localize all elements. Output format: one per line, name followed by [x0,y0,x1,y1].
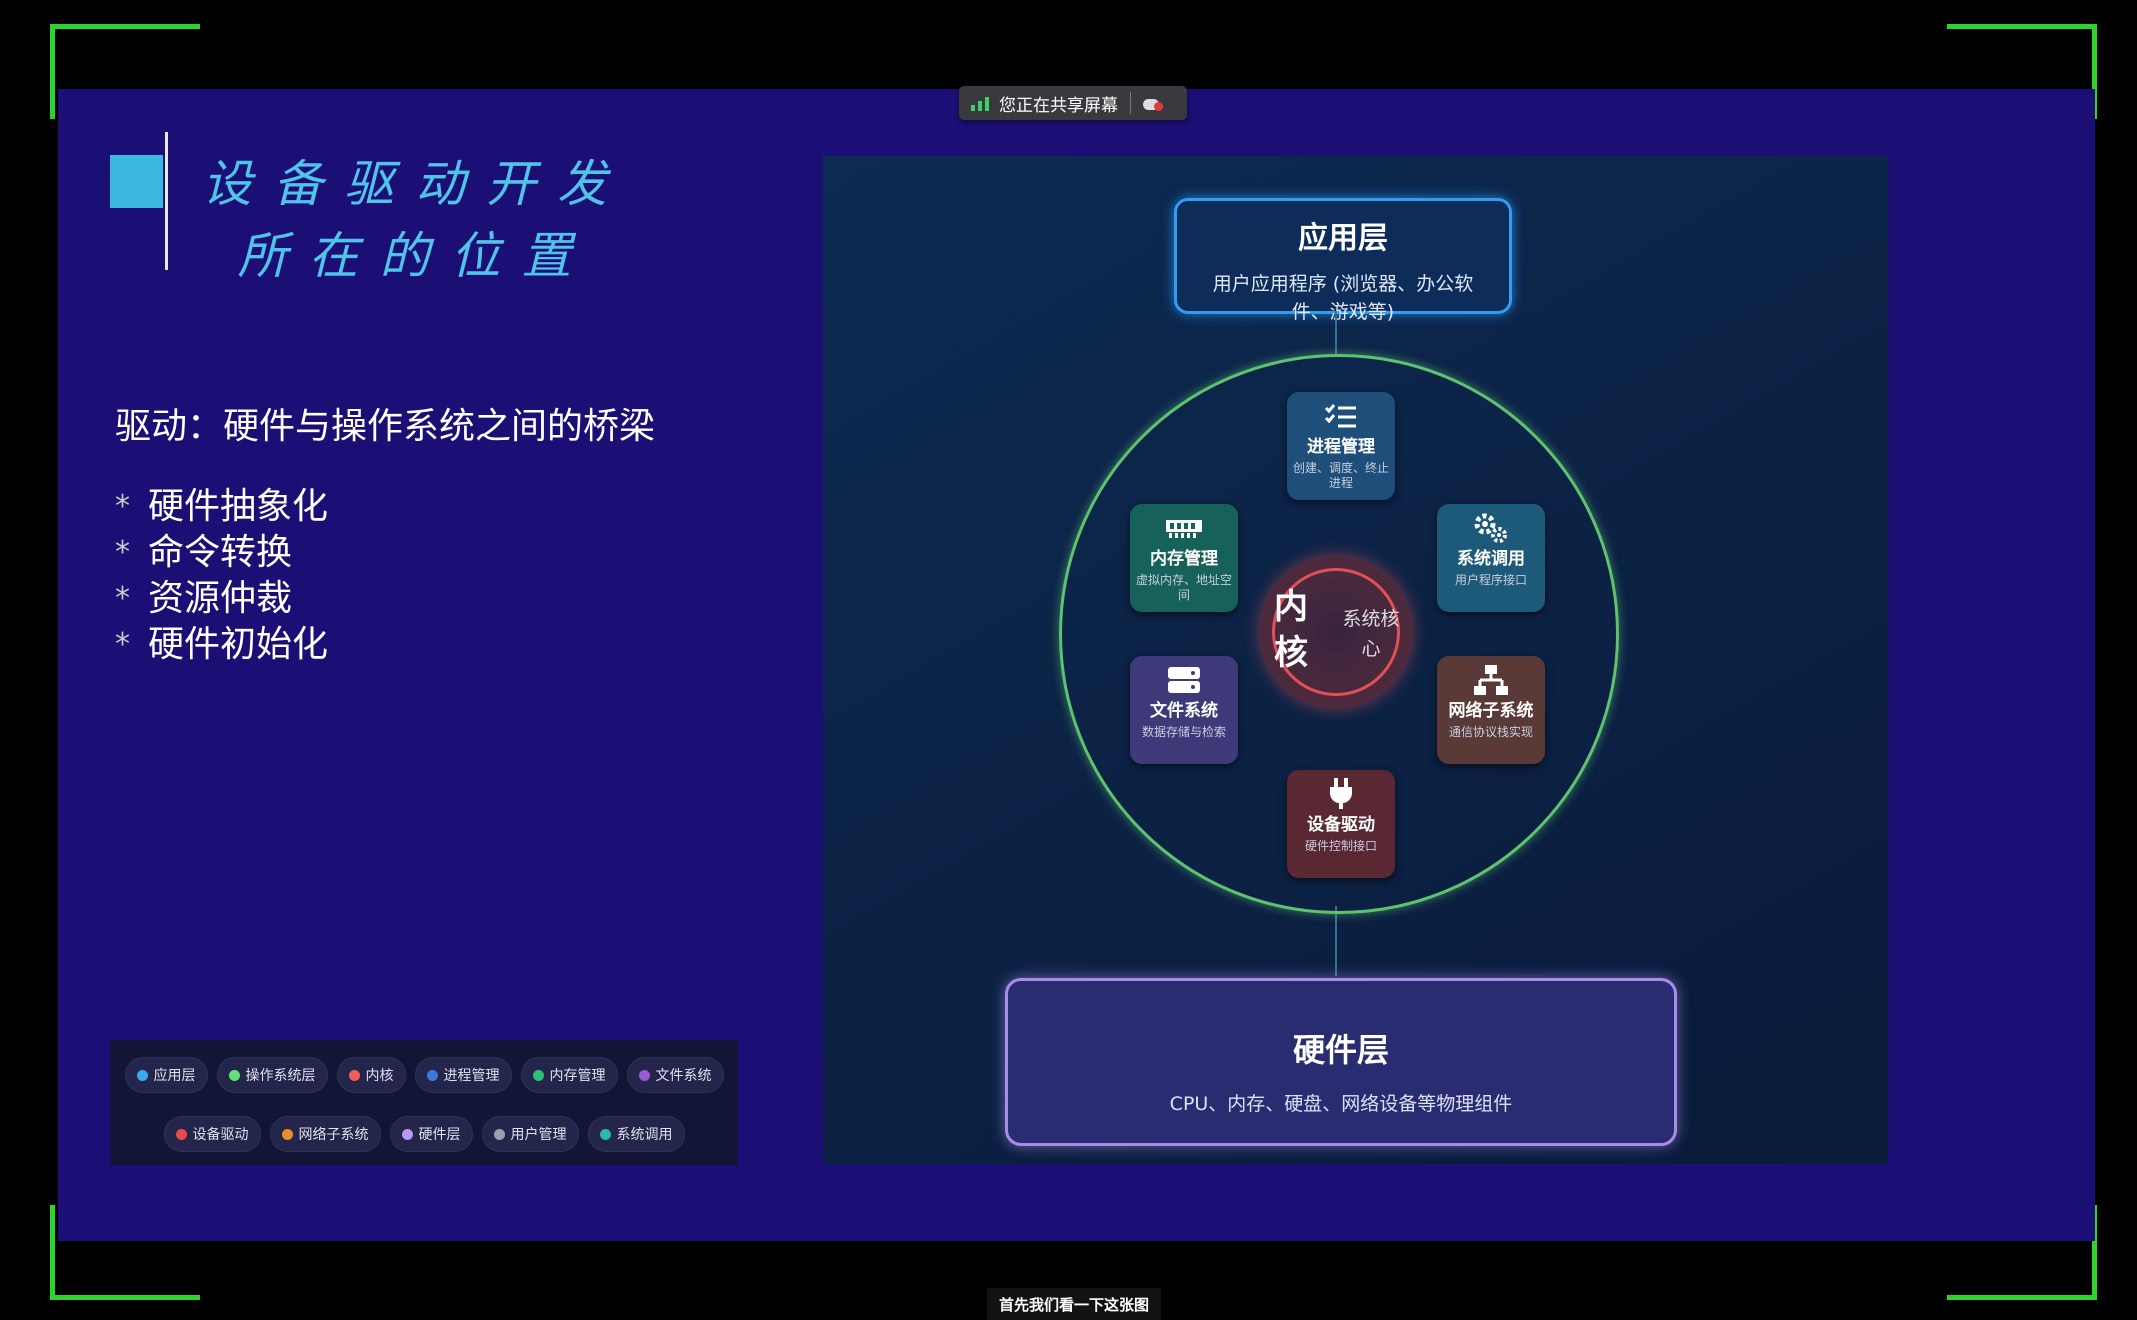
legend-label: 硬件层 [418,1127,461,1143]
legend-color-dot [228,1069,240,1081]
bullet-item: *命令转换 [115,530,328,576]
legend-label: 内存管理 [549,1068,606,1084]
os-layer-ring [1059,354,1619,914]
node-file-system: 文件系统 数据存储与检索 [1130,656,1238,764]
bullet-star: * [115,489,130,524]
legend-row-2: 设备驱动 网络子系统 硬件层 用户管理 系统调用 [110,1116,738,1152]
kernel-sublabel: 系统核心 [1342,608,1400,660]
corner-frame-bottom-left [50,1205,200,1300]
legend-color-dot [599,1128,611,1140]
node-desc: 硬件控制接口 [1304,839,1377,853]
legend-color-dot [401,1128,413,1140]
database-server-icon [1130,662,1238,698]
legend-label: 用户管理 [510,1127,567,1143]
legend-chip[interactable]: 用户管理 [481,1116,579,1152]
node-process-management: 进程管理 创建、调度、终止进程 [1287,392,1395,500]
node-desc: 通信协议栈实现 [1448,725,1533,739]
legend-label: 应用层 [153,1068,196,1084]
legend-label: 进程管理 [443,1068,500,1084]
slide-subtitle: 驱动：硬件与操作系统之间的桥梁 [115,406,656,447]
legend-chip[interactable]: 文件系统 [626,1057,724,1093]
bullet-star: * [115,535,130,570]
bullet-item: *资源仲裁 [115,576,328,622]
gears-icon [1437,510,1545,546]
legend-color-dot [532,1069,544,1081]
node-title: 网络子系统 [1448,701,1534,721]
legend-chip[interactable]: 内核 [336,1057,406,1093]
node-desc: 创建、调度、终止进程 [1293,461,1390,490]
node-title: 内存管理 [1150,549,1218,569]
memory-chip-icon [1130,510,1238,546]
node-system-call: 系统调用 用户程序接口 [1437,504,1545,612]
connector-line [1335,906,1337,976]
legend-color-dot [493,1128,505,1140]
bullet-item: *硬件初始化 [115,622,328,668]
node-desc: 虚拟内存、地址空间 [1136,573,1233,602]
legend-row-1: 应用层 操作系统层 内核 进程管理 内存管理 文件系统 [110,1057,738,1093]
corner-frame-bottom-right [1947,1205,2097,1300]
legend-chip[interactable]: 硬件层 [389,1116,473,1152]
slide-title: 设备驱动开发 所在的位置 [195,148,635,292]
legend-color-dot [638,1069,650,1081]
kernel-label: 内核 [1274,587,1308,673]
legend-label: 操作系统层 [245,1068,316,1084]
legend-color-dot [426,1069,438,1081]
legend-chip[interactable]: 操作系统层 [216,1057,328,1093]
slide-title-line-1: 设备驱动开发 [202,155,628,213]
node-desc: 用户程序接口 [1454,573,1527,587]
legend-chip[interactable]: 应用层 [124,1057,208,1093]
checklist-icon [1287,398,1395,434]
screen-share-banner[interactable]: 您正在共享屏幕 [959,86,1187,120]
legend-chip[interactable]: 网络子系统 [269,1116,381,1152]
bullet-star: * [115,627,130,662]
bullet-list: *硬件抽象化 *命令转换 *资源仲裁 *硬件初始化 [115,484,328,668]
legend-color-dot [348,1069,360,1081]
node-memory-management: 内存管理 虚拟内存、地址空间 [1130,504,1238,612]
corner-frame-top-right [1947,24,2097,119]
node-title: 设备驱动 [1307,815,1375,835]
cloud-record-icon[interactable] [1141,95,1163,111]
screen-share-text: 您正在共享屏幕 [999,95,1118,116]
signal-strength-icon [971,95,989,111]
legend-color-dot [175,1128,187,1140]
legend-label: 文件系统 [655,1068,712,1084]
hardware-layer-title: 硬件层 [1292,1031,1389,1069]
kernel-core: 内核 系统核心 [1260,556,1412,708]
application-layer-box: 应用层 用户应用程序 (浏览器、办公软件、游戏等) [1174,198,1512,323]
plug-icon [1287,776,1395,812]
legend-label: 设备驱动 [192,1127,249,1143]
node-desc: 数据存储与检索 [1141,725,1226,739]
legend-color-dot [281,1128,293,1140]
bullet-star: * [115,581,130,616]
legend-label: 内核 [365,1068,394,1084]
legend-label: 网络子系统 [298,1127,369,1143]
node-device-driver: 设备驱动 硬件控制接口 [1287,770,1395,878]
node-title: 进程管理 [1307,437,1375,457]
legend-color-dot [136,1069,148,1081]
corner-frame-top-left [50,24,200,119]
bullet-item: *硬件抽象化 [115,484,328,530]
banner-divider [1130,92,1131,114]
legend-chip[interactable]: 内存管理 [520,1057,618,1093]
subtitle-caption: 首先我们看一下这张图 [987,1288,1161,1320]
hardware-layer-box: 硬件层 CPU、内存、硬盘、网络设备等物理组件 [1005,978,1677,1146]
network-sitemap-icon [1437,662,1545,698]
legend-chip[interactable]: 系统调用 [587,1116,685,1152]
slide-title-line-2: 所在的位置 [237,227,593,285]
application-layer-title: 应用层 [1298,221,1388,256]
kernel-ring [1272,568,1400,696]
os-architecture-diagram: 应用层 用户应用程序 (浏览器、办公软件、游戏等) 内核 系统核心 进程管理 创… [823,156,1888,1164]
hardware-layer-desc: CPU、内存、硬盘、网络设备等物理组件 [1169,1093,1513,1115]
application-layer-desc: 用户应用程序 (浏览器、办公软件、游戏等) [1212,273,1474,323]
connector-line [1335,311,1337,356]
title-accent-square [110,155,163,208]
title-divider-bar [165,132,168,270]
legend-chip[interactable]: 进程管理 [414,1057,512,1093]
node-title: 系统调用 [1457,549,1525,569]
legend-chip[interactable]: 设备驱动 [163,1116,261,1152]
node-network-subsystem: 网络子系统 通信协议栈实现 [1437,656,1545,764]
legend-panel: 应用层 操作系统层 内核 进程管理 内存管理 文件系统 设备驱动 网络子系统 硬件层 用户管理 系… [110,1040,738,1165]
node-title: 文件系统 [1150,701,1218,721]
legend-label: 系统调用 [616,1127,673,1143]
